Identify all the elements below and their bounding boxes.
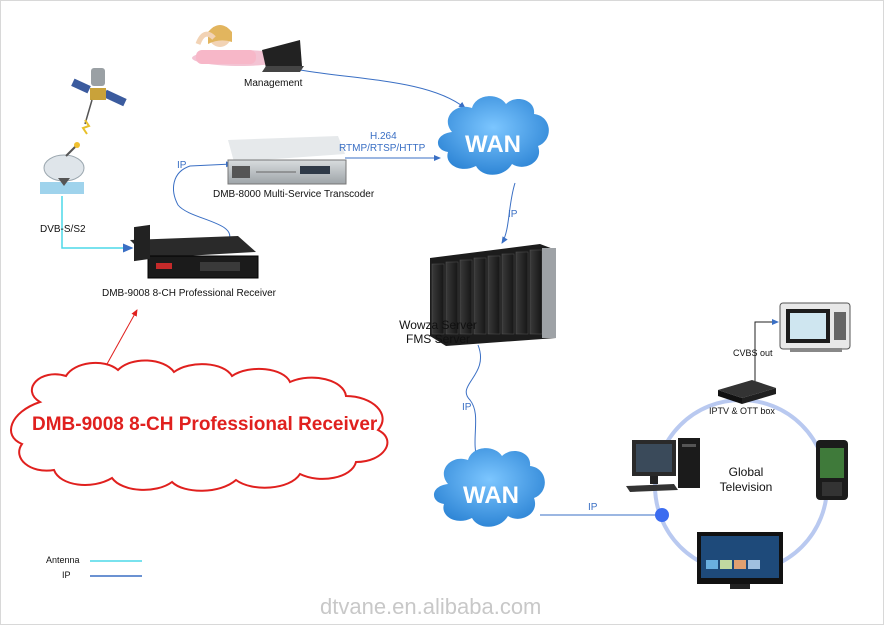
management-label: Management — [244, 78, 303, 89]
ip-label-server-down: IP — [462, 402, 472, 413]
dvb-label: DVB-S/S2 — [40, 224, 86, 235]
wan-bottom-label: WAN — [463, 482, 519, 509]
iptv-box-label: IPTV & OTT box — [709, 406, 775, 416]
wan-top-label: WAN — [465, 131, 521, 158]
desktop-computer-icon — [626, 438, 700, 492]
flat-tv-icon — [697, 532, 783, 589]
satellite-icon — [71, 68, 127, 135]
cvbs-label: CVBS out — [733, 348, 773, 358]
satellite-dish-icon — [40, 142, 85, 194]
box-to-tv-line — [754, 319, 779, 384]
server-to-wan-line — [465, 344, 481, 463]
global-label-line2: Television — [719, 480, 773, 494]
smartphone-icon — [816, 440, 848, 500]
ring-junction-dot — [655, 508, 669, 522]
ip-label-transcoder: IP — [177, 160, 187, 171]
crt-tv-icon — [779, 302, 851, 352]
receiver-device-icon — [130, 224, 259, 279]
fms-label: FMS Server — [405, 332, 470, 346]
legend-ip-label: IP — [62, 570, 71, 580]
receiver-to-transcoder-line — [173, 161, 233, 243]
server-cluster-icon — [430, 244, 556, 346]
wan-cloud-bottom — [433, 448, 545, 527]
wowza-label: Wowza Server — [399, 318, 477, 332]
receiver-label: DMB-9008 8-CH Professional Receiver — [102, 288, 276, 299]
iptv-box-icon — [718, 380, 776, 404]
transcoder-label: DMB-8000 Multi-Service Transcoder — [213, 189, 375, 200]
wan-to-server-line — [501, 182, 516, 244]
callout-text: DMB-9008 8-CH Professional Receiver — [32, 414, 378, 435]
transcoder-device-icon — [227, 136, 347, 185]
antenna-line — [61, 196, 134, 253]
h264-label: H.264 — [370, 131, 397, 142]
management-user-icon — [192, 25, 304, 72]
ip-label-bottom: IP — [588, 502, 598, 513]
management-to-wan-line — [299, 69, 466, 109]
legend-antenna-label: Antenna — [46, 555, 80, 565]
protocols-label: RTMP/RTSP/HTTP — [339, 143, 426, 154]
callout-cloud — [10, 359, 389, 492]
wan-cloud-top — [437, 96, 549, 175]
watermark: dtvane.en.alibaba.com — [320, 594, 542, 619]
global-label-line1: Global — [728, 465, 764, 479]
ip-label-wan-down: IP — [508, 209, 518, 220]
